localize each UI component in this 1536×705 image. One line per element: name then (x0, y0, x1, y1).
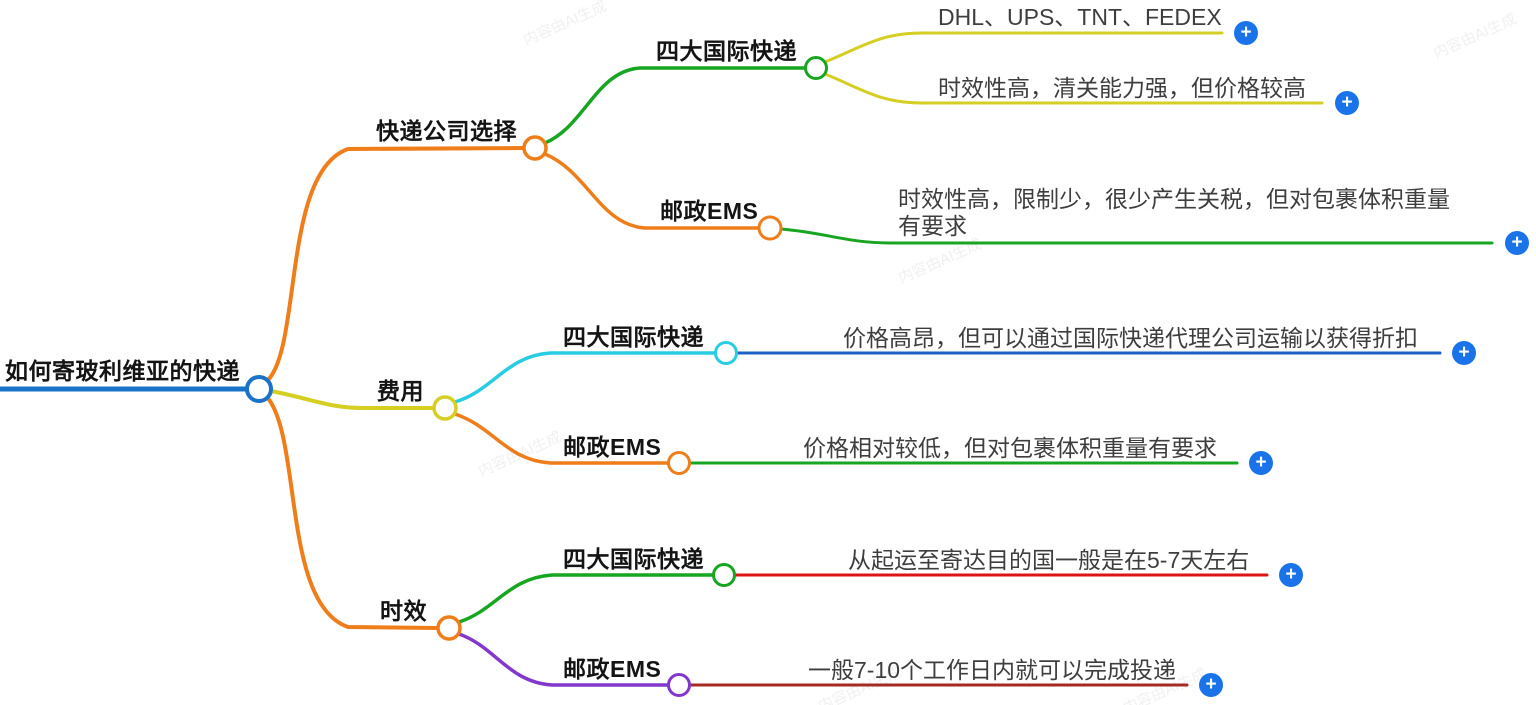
node-circle[interactable] (522, 135, 548, 161)
connector-line (265, 146, 526, 383)
plus-icon: + (1240, 22, 1252, 43)
branch-node-label-company-choice[interactable]: 快递公司选择 (376, 118, 517, 144)
plus-icon: + (1255, 452, 1267, 473)
branch-node-label-cost[interactable]: 费用 (377, 378, 424, 404)
plus-icon: + (1458, 342, 1470, 363)
watermark: 内容由AI生成 (475, 428, 565, 481)
watermark: 内容由AI生成 (1430, 10, 1520, 63)
leaf-text-5-7-days[interactable]: 从起运至寄达目的国一般是在5-7天左右 (848, 547, 1250, 573)
connector-line (265, 395, 440, 630)
plus-icon: + (1511, 232, 1523, 253)
node-circle[interactable] (712, 563, 736, 587)
add-node-button[interactable]: + (1335, 91, 1359, 115)
node-circle[interactable] (804, 56, 828, 80)
add-node-button[interactable]: + (1452, 341, 1476, 365)
node-circle[interactable] (757, 215, 783, 241)
connector-line (457, 573, 716, 624)
leaf-text-7-10-working-days[interactable]: 一般7-10个工作日内就可以完成投递 (808, 657, 1177, 683)
connector-line (543, 66, 808, 145)
leaf-text-dhl-ups-tnt-fedex[interactable]: DHL、UPS、TNT、FEDEX (938, 4, 1222, 30)
branch-node-label-timeliness[interactable]: 时效 (380, 598, 427, 624)
plus-icon: + (1205, 674, 1217, 695)
add-node-button[interactable]: + (1249, 451, 1273, 475)
add-node-button[interactable]: + (1199, 673, 1223, 697)
node-circle[interactable] (245, 375, 273, 403)
node-circle[interactable] (432, 395, 458, 421)
node-circle[interactable] (714, 341, 738, 365)
leaf-text-lower-price-limits[interactable]: 价格相对较低，但对包裹体积重量有要求 (803, 435, 1217, 461)
leaf-text-high-timeliness-customs[interactable]: 时效性高，清关能力强，但价格较高 (938, 75, 1306, 101)
child-node-label-postal-ems[interactable]: 邮政EMS (563, 656, 662, 682)
connector-line (453, 351, 718, 404)
child-node-label-postal-ems[interactable]: 邮政EMS (563, 434, 662, 460)
child-node-label-four-intl-express[interactable]: 四大国际快递 (563, 324, 704, 350)
plus-icon: + (1341, 92, 1353, 113)
add-node-button[interactable]: + (1279, 563, 1303, 587)
watermark: 内容由AI生成 (520, 0, 610, 50)
child-node-label-four-intl-express[interactable]: 四大国际快递 (656, 38, 797, 64)
add-node-button[interactable]: + (1234, 21, 1258, 45)
add-node-button[interactable]: + (1505, 231, 1529, 255)
node-circle[interactable] (436, 615, 462, 641)
leaf-text-expensive-agent-discount[interactable]: 价格高昂，但可以通过国际快递代理公司运输以获得折扣 (843, 325, 1418, 351)
leaf-text-ems-high-timeliness[interactable]: 时效性高，限制少，很少产生关税，但对包裹体积重量有要求 (898, 186, 1450, 239)
child-node-label-four-intl-express[interactable]: 四大国际快递 (563, 546, 704, 572)
watermark: 内容由AI生成 (895, 235, 985, 288)
node-circle[interactable] (667, 451, 691, 475)
node-circle[interactable] (667, 673, 691, 697)
root-node-label[interactable]: 如何寄玻利维亚的快递 (5, 358, 240, 384)
connector-line (823, 31, 1224, 64)
child-node-label-postal-ems[interactable]: 邮政EMS (660, 198, 759, 224)
plus-icon: + (1285, 564, 1297, 585)
